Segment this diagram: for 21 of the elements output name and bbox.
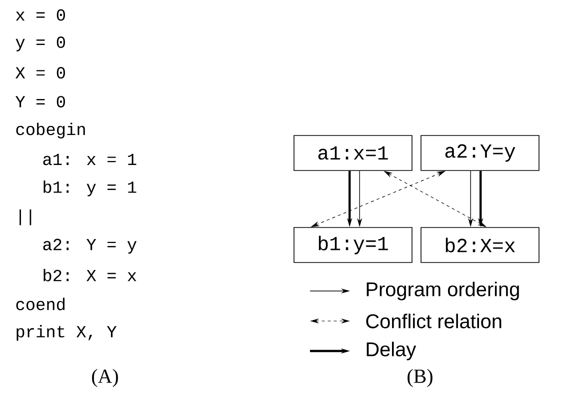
code-line: y = 0 — [16, 36, 65, 52]
code-line: x = 0 — [16, 9, 65, 21]
statement-box: b2:X=x — [420, 227, 540, 263]
code-line: print X, Y — [16, 325, 117, 341]
legend-text: Conflict relation — [366, 314, 502, 328]
statement-box: a2:Y=y — [420, 135, 540, 171]
code-line: Y = 0 — [16, 96, 65, 108]
panel-caption: (B) — [408, 368, 432, 388]
statement-box: b1:y=1 — [294, 227, 412, 263]
code-line: || — [20, 209, 32, 226]
code-line: a2: Y = y — [43, 238, 136, 254]
code-line: cobegin — [16, 122, 85, 138]
code-line: b1: y = 1 — [44, 180, 136, 196]
legend-text: Program ordering — [366, 282, 519, 300]
code-line: X = 0 — [16, 67, 65, 79]
legend-text: Delay — [366, 342, 416, 360]
code-line: b2: X = x — [44, 268, 136, 282]
code-line: coend — [16, 298, 65, 310]
panel-caption: (A) — [92, 368, 118, 388]
code-line: a1: x = 1 — [43, 154, 136, 166]
statement-box: a1:x=1 — [294, 135, 412, 171]
